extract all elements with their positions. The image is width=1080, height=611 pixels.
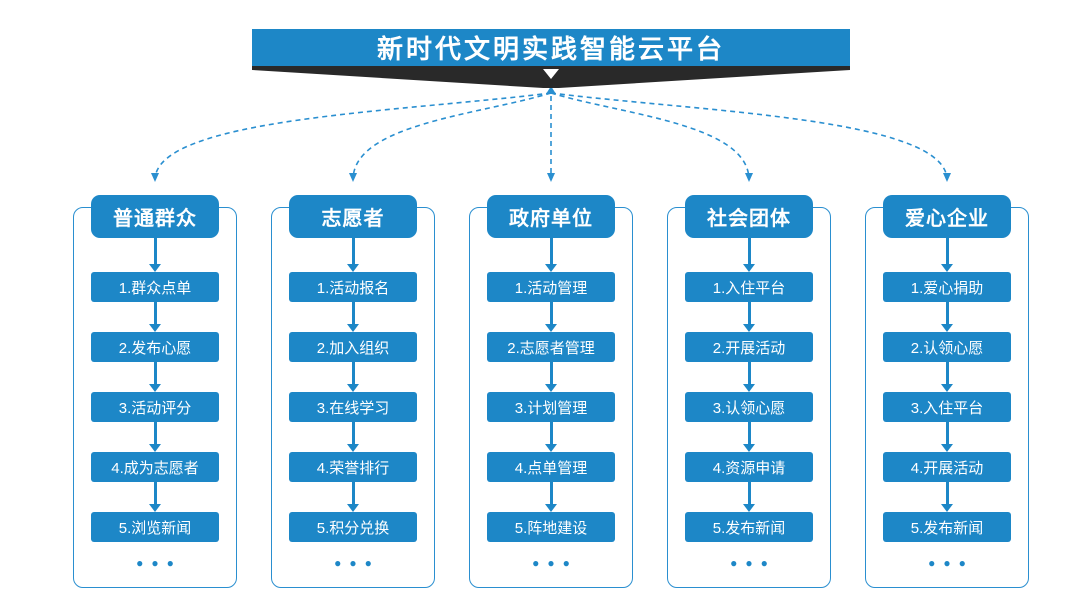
column-header: 政府单位 [487, 195, 615, 238]
down-arrow-icon [743, 482, 755, 512]
down-arrow-icon [743, 422, 755, 452]
column-volunteer: 志愿者 1.活动报名 2.加入组织 3.在线学习 4.荣誉排行 5.积分兑换 ●… [271, 195, 435, 588]
flow-step: 1.活动管理 [487, 272, 615, 302]
connector-arrows [151, 86, 951, 182]
flow-step: 1.爱心捐助 [883, 272, 1011, 302]
flow-step: 4.荣誉排行 [289, 452, 417, 482]
down-arrow-icon [149, 238, 161, 272]
more-ellipsis: ●●● [730, 556, 776, 570]
flow-step: 3.计划管理 [487, 392, 615, 422]
column-header: 社会团体 [685, 195, 813, 238]
column-header: 普通群众 [91, 195, 219, 238]
flow-step: 3.入住平台 [883, 392, 1011, 422]
down-arrow-icon [941, 422, 953, 452]
down-arrow-icon [347, 238, 359, 272]
flow-step: 4.点单管理 [487, 452, 615, 482]
down-arrow-icon [545, 362, 557, 392]
more-ellipsis: ●●● [334, 556, 380, 570]
down-arrow-icon [941, 302, 953, 332]
down-arrow-icon [347, 302, 359, 332]
more-ellipsis: ●●● [928, 556, 974, 570]
down-arrow-icon [149, 482, 161, 512]
flow-step: 5.发布新闻 [883, 512, 1011, 542]
down-arrow-icon [941, 362, 953, 392]
down-arrow-icon [743, 238, 755, 272]
column-caring-enterprise: 爱心企业 1.爱心捐助 2.认领心愿 3.入住平台 4.开展活动 5.发布新闻 … [865, 195, 1029, 588]
flow-step: 1.活动报名 [289, 272, 417, 302]
column-header: 志愿者 [289, 195, 417, 238]
flow-step: 2.认领心愿 [883, 332, 1011, 362]
flow-step: 5.浏览新闻 [91, 512, 219, 542]
down-arrow-icon [743, 302, 755, 332]
flow-step: 3.认领心愿 [685, 392, 813, 422]
more-ellipsis: ●●● [136, 556, 182, 570]
column-social-group: 社会团体 1.入住平台 2.开展活动 3.认领心愿 4.资源申请 5.发布新闻 … [667, 195, 831, 588]
down-arrow-icon [743, 362, 755, 392]
column-header: 爱心企业 [883, 195, 1011, 238]
flow-step: 2.志愿者管理 [487, 332, 615, 362]
column-general-public: 普通群众 1.群众点单 2.发布心愿 3.活动评分 4.成为志愿者 5.浏览新闻… [73, 195, 237, 588]
flow-step: 3.在线学习 [289, 392, 417, 422]
down-arrow-icon [149, 362, 161, 392]
flow-step: 4.开展活动 [883, 452, 1011, 482]
down-arrow-icon [545, 238, 557, 272]
flow-step: 2.加入组织 [289, 332, 417, 362]
down-arrow-icon [347, 482, 359, 512]
down-arrow-icon [347, 422, 359, 452]
down-arrow-icon [941, 238, 953, 272]
flow-step: 2.开展活动 [685, 332, 813, 362]
down-arrow-icon [941, 482, 953, 512]
flow-step: 4.资源申请 [685, 452, 813, 482]
more-ellipsis: ●●● [532, 556, 578, 570]
down-arrow-icon [545, 482, 557, 512]
down-arrow-icon [545, 302, 557, 332]
flow-step: 1.入住平台 [685, 272, 813, 302]
flow-step: 5.发布新闻 [685, 512, 813, 542]
flow-step: 3.活动评分 [91, 392, 219, 422]
flow-step: 5.阵地建设 [487, 512, 615, 542]
down-arrow-icon [149, 302, 161, 332]
flow-step: 1.群众点单 [91, 272, 219, 302]
down-arrow-icon [543, 69, 559, 79]
column-government: 政府单位 1.活动管理 2.志愿者管理 3.计划管理 4.点单管理 5.阵地建设… [469, 195, 633, 588]
down-arrow-icon [545, 422, 557, 452]
flow-step: 2.发布心愿 [91, 332, 219, 362]
down-arrow-icon [149, 422, 161, 452]
flow-step: 5.积分兑换 [289, 512, 417, 542]
platform-title-banner: 新时代文明实践智能云平台 [252, 29, 850, 66]
down-arrow-icon [347, 362, 359, 392]
flow-step: 4.成为志愿者 [91, 452, 219, 482]
hub-point-icon [546, 86, 556, 94]
